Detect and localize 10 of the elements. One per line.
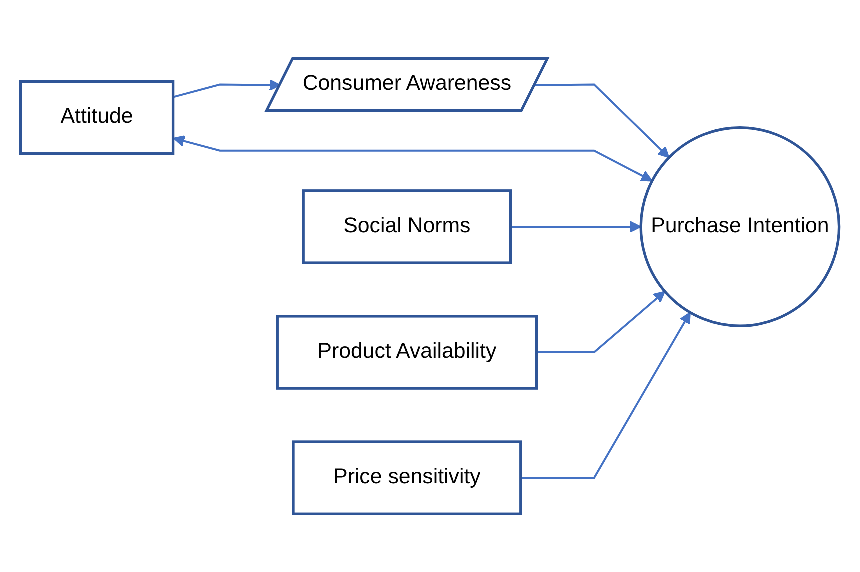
node-box: Social Norms xyxy=(302,189,512,264)
arrow xyxy=(510,220,642,232)
node-box: Attitude xyxy=(19,80,175,155)
arrow xyxy=(536,290,666,354)
node-box: Price sensitivity xyxy=(292,440,522,516)
node-circle: Purchase Intention xyxy=(640,126,841,328)
arrow xyxy=(520,312,691,479)
arrow xyxy=(173,135,653,182)
node-box: Product Availability xyxy=(276,314,538,390)
arrow xyxy=(535,83,670,158)
